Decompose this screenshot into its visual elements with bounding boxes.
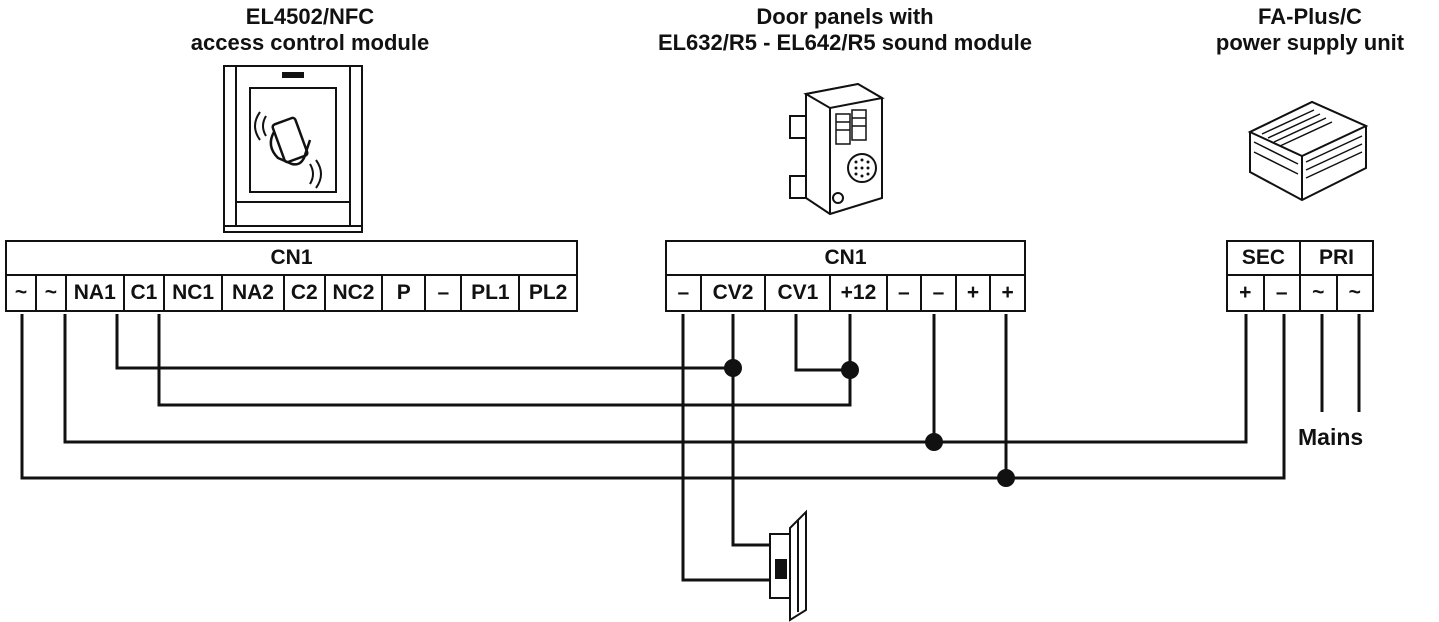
- wire-ac2-sec-plus: [63, 314, 1248, 444]
- junction-minus: [925, 433, 943, 451]
- psu-terminal-ac2: ~: [1335, 274, 1374, 312]
- access-control-cn1-header: CN1: [5, 240, 578, 276]
- terminal-pl2: PL2: [518, 274, 578, 312]
- terminal-minus: –: [424, 274, 463, 312]
- psu-terminal-plus: +: [1226, 274, 1265, 312]
- psu-terminal-minus: –: [1262, 274, 1301, 312]
- wire-ac1-sec-minus: [20, 314, 1286, 480]
- terminal-cv1: CV1: [764, 274, 832, 312]
- mains-label: Mains: [1298, 424, 1364, 450]
- wire-c1-plus12: [157, 314, 852, 407]
- door-panel-line2: EL632/R5 - EL642/R5 sound module: [657, 30, 1033, 55]
- door-panel-sound-module-image: [789, 82, 885, 216]
- terminal-minus-1: –: [665, 274, 702, 312]
- terminal-c2: C2: [282, 274, 326, 312]
- power-supply-title: FA-Plus/C power supply unit: [1160, 4, 1439, 56]
- terminal-plus12: +12: [829, 274, 888, 312]
- junction-plus: [997, 469, 1015, 487]
- terminal-nc2: NC2: [323, 274, 384, 312]
- door-panel-cn1-header: CN1: [665, 240, 1026, 276]
- access-control-module-image: [223, 65, 363, 233]
- wire-cv1-plus12: [794, 314, 852, 372]
- terminal-na1: NA1: [64, 274, 125, 312]
- terminal-minus-3: –: [920, 274, 957, 312]
- door-panel-terminal-block: CN1 – CV2 CV1 +12 – – + +: [665, 240, 1026, 312]
- terminal-c1: C1: [122, 274, 166, 312]
- junction-cv2: [724, 359, 742, 377]
- power-supply-terminal-block: SEC PRI + – ~ ~: [1226, 240, 1374, 312]
- terminal-plus-2: +: [989, 274, 1026, 312]
- terminal-plus-1: +: [954, 274, 992, 312]
- power-supply-unit-image: [1247, 100, 1369, 202]
- door-panel-title: Door panels with EL632/R5 - EL642/R5 sou…: [560, 4, 1130, 56]
- psu-terminal-ac1: ~: [1299, 274, 1338, 312]
- door-panel-line1: Door panels with: [756, 4, 934, 29]
- access-control-title: EL4502/NFC access control module: [100, 4, 520, 56]
- terminal-na2: NA2: [220, 274, 285, 312]
- psu-pri-header: PRI: [1299, 240, 1374, 276]
- terminal-ac2: ~: [34, 274, 67, 312]
- junction-plus12: [841, 361, 859, 379]
- access-control-model: EL4502/NFC: [245, 4, 375, 29]
- electric-lock-icon: [769, 509, 807, 622]
- terminal-ac1: ~: [5, 274, 37, 312]
- wire-minus-lock: [681, 314, 778, 582]
- power-supply-description: power supply unit: [1215, 30, 1405, 55]
- access-control-description: access control module: [190, 30, 430, 55]
- power-supply-model: FA-Plus/C: [1258, 4, 1362, 29]
- terminal-pl1: PL1: [460, 274, 521, 312]
- wire-cv2-lock: [731, 314, 778, 547]
- terminal-p: P: [381, 274, 427, 312]
- wire-na1-cv2: [115, 314, 733, 370]
- terminal-minus-2: –: [885, 274, 923, 312]
- terminal-nc1: NC1: [163, 274, 223, 312]
- terminal-cv2: CV2: [699, 274, 767, 312]
- psu-sec-header: SEC: [1226, 240, 1301, 276]
- access-control-terminal-block: CN1 ~ ~ NA1 C1 NC1 NA2 C2 NC2 P – PL1 PL…: [5, 240, 578, 312]
